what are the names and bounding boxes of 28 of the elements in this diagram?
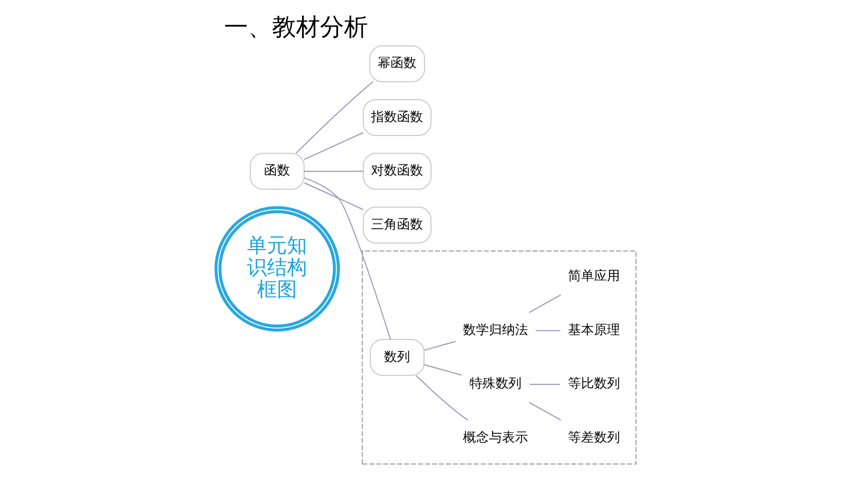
node-circle: 单元知识结构框图 bbox=[214, 206, 340, 332]
connector bbox=[528, 294, 562, 314]
node-text: 简单应用 bbox=[568, 269, 620, 284]
node-text: 数学归纳法 bbox=[463, 322, 528, 338]
connector bbox=[424, 364, 462, 376]
node-text: 特殊数列 bbox=[470, 376, 522, 392]
cluster bbox=[362, 250, 637, 464]
node-box: 函数 bbox=[250, 152, 305, 190]
node-box: 三角函数 bbox=[362, 206, 432, 244]
node-box: 幂函数 bbox=[369, 45, 426, 82]
connector bbox=[304, 132, 364, 160]
connector bbox=[296, 81, 374, 154]
node-box: 对数函数 bbox=[362, 152, 432, 190]
connector bbox=[529, 384, 561, 385]
node-text: 等差数列 bbox=[568, 430, 620, 446]
connector bbox=[416, 375, 468, 421]
node-text: 等比数列 bbox=[568, 376, 620, 392]
node-text: 基本原理 bbox=[568, 322, 620, 338]
diagram-title: 一、教材分析 bbox=[224, 13, 368, 42]
connector bbox=[304, 177, 391, 340]
connector bbox=[304, 170, 364, 172]
node-box: 数列 bbox=[370, 339, 425, 376]
node-text: 概念与表示 bbox=[463, 430, 528, 446]
connector bbox=[424, 340, 456, 351]
connector bbox=[304, 182, 364, 210]
connector bbox=[528, 402, 562, 420]
connector bbox=[535, 330, 561, 332]
node-box: 指数函数 bbox=[362, 99, 432, 136]
